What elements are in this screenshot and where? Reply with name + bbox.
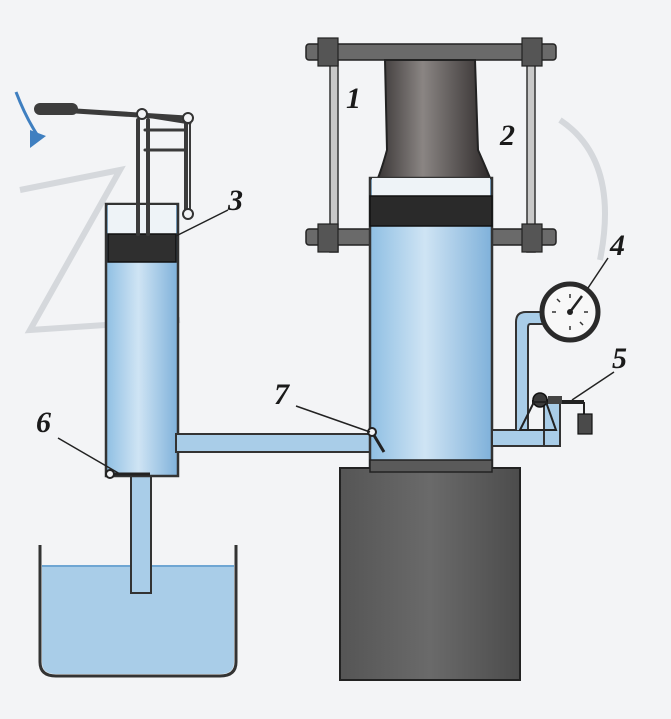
pump-lever: [57, 107, 192, 236]
pressed-body: [376, 59, 492, 179]
press-base: [339, 459, 521, 681]
safety-valve: [518, 392, 593, 435]
press-piston: [369, 195, 493, 227]
label-intake-valve: 6: [36, 406, 51, 439]
press-frame: [305, 37, 557, 253]
check-valve: [367, 427, 386, 453]
pump-piston: [107, 233, 177, 263]
label-pump-piston: 3: [227, 184, 243, 217]
lever-handle: [34, 103, 78, 115]
label-frame: 2: [499, 119, 515, 152]
label-safety-valve: 5: [612, 342, 627, 375]
reservoir-water: [42, 566, 234, 674]
label-gauge: 4: [609, 229, 625, 262]
leader-lines: [57, 209, 615, 475]
motion-arrow: [14, 91, 46, 148]
suction-pipe: [130, 472, 152, 594]
lever-pivots: [136, 108, 194, 220]
label-press-piston: 1: [346, 82, 361, 115]
pressure-gauge: [539, 281, 601, 343]
intake-valve: [105, 469, 150, 479]
label-check-valve: 7: [274, 378, 290, 411]
connecting-pipe: [175, 433, 375, 453]
